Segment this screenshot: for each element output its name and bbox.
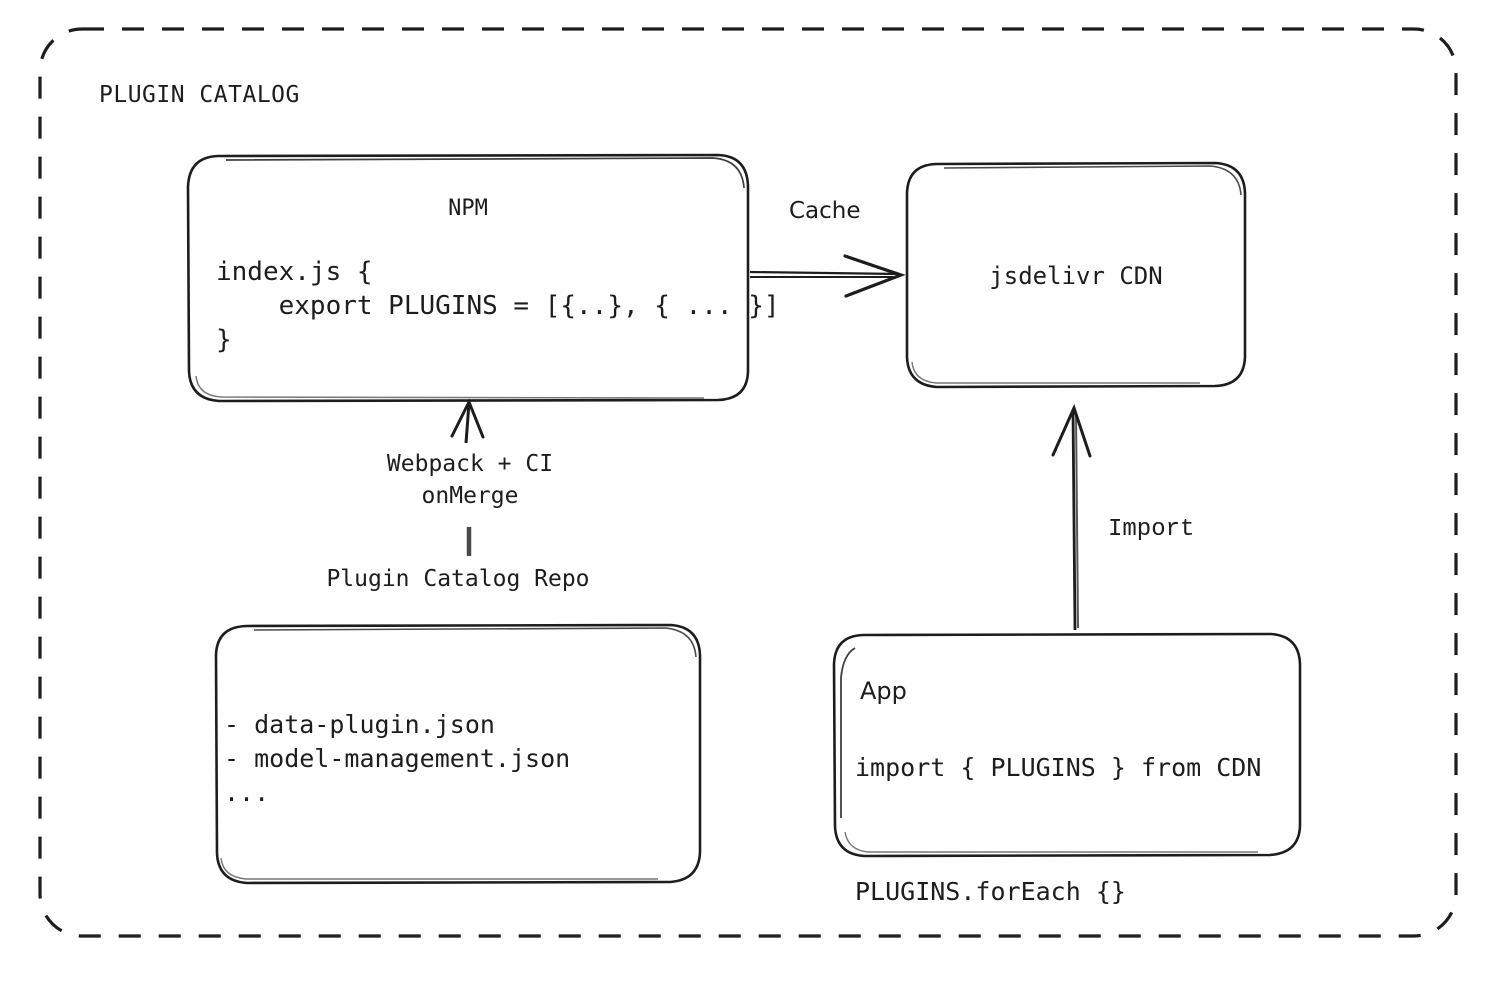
build-edge-label: Webpack + CI onMerge [386,451,554,509]
import-arrow [1051,403,1092,631]
npm-code-block: index.js { export PLUGINS = [{..}, { ...… [216,257,780,355]
repo-node-caption: Plugin Catalog Repo [326,566,590,592]
page-title: PLUGIN CATALOG [99,82,300,108]
cache-edge-label: Cache [789,198,861,224]
app-node-title: App [860,677,907,705]
cdn-node-title: jsdelivr CDN [989,262,1163,290]
npm-node-title: NPM [448,196,488,221]
import-edge-label: Import [1108,516,1195,543]
app-code-block: import { PLUGINS } from CDN PLUGINS.forE… [855,753,1262,906]
repo-file-list: - data-plugin.json - model-management.js… [224,710,571,807]
